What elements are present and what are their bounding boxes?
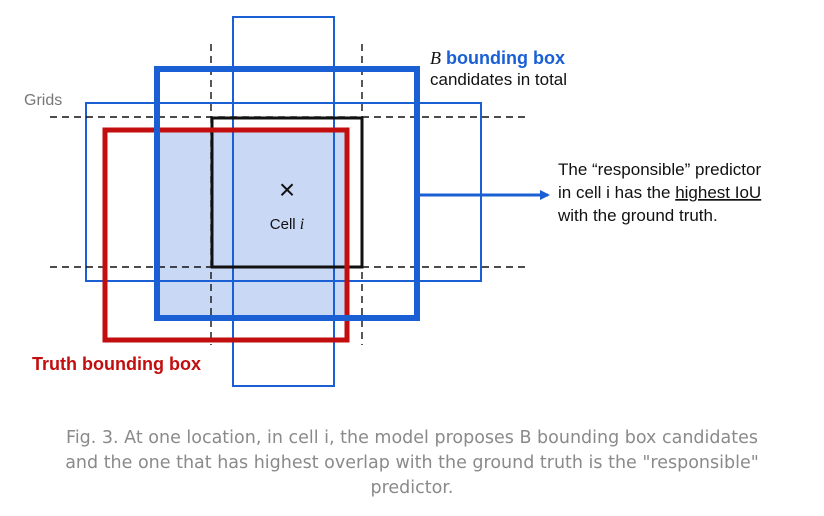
caption-line-2: and the one that has highest overlap wit… [65,453,759,473]
cell-center-mark: × [279,174,295,205]
candidate-box-wide [85,102,482,282]
b-boxes-label-line1: B bounding box [430,48,565,68]
responsible-note-line2: in cell i has the highest IoU [558,183,761,202]
truth-box-label: Truth bounding box [32,354,201,374]
b-boxes-label-line2: candidates in total [430,70,567,89]
responsible-box [154,66,420,321]
overlap-shading [157,130,347,318]
responsible-note-line3: with the ground truth. [557,206,718,225]
cell-label: Cell i [270,216,304,233]
cell-box [210,116,364,269]
caption-line-1: Fig. 3. At one location, in cell i, the … [66,428,758,448]
grid-label: Grids [24,92,62,109]
responsible-note-line1: The “responsible” predictor [558,160,761,179]
truth-bounding-box [102,127,350,343]
figure-caption: Fig. 3. At one location, in cell i, the … [40,426,784,501]
caption-line-3: predictor. [370,478,454,498]
candidate-box-tall [232,16,335,387]
